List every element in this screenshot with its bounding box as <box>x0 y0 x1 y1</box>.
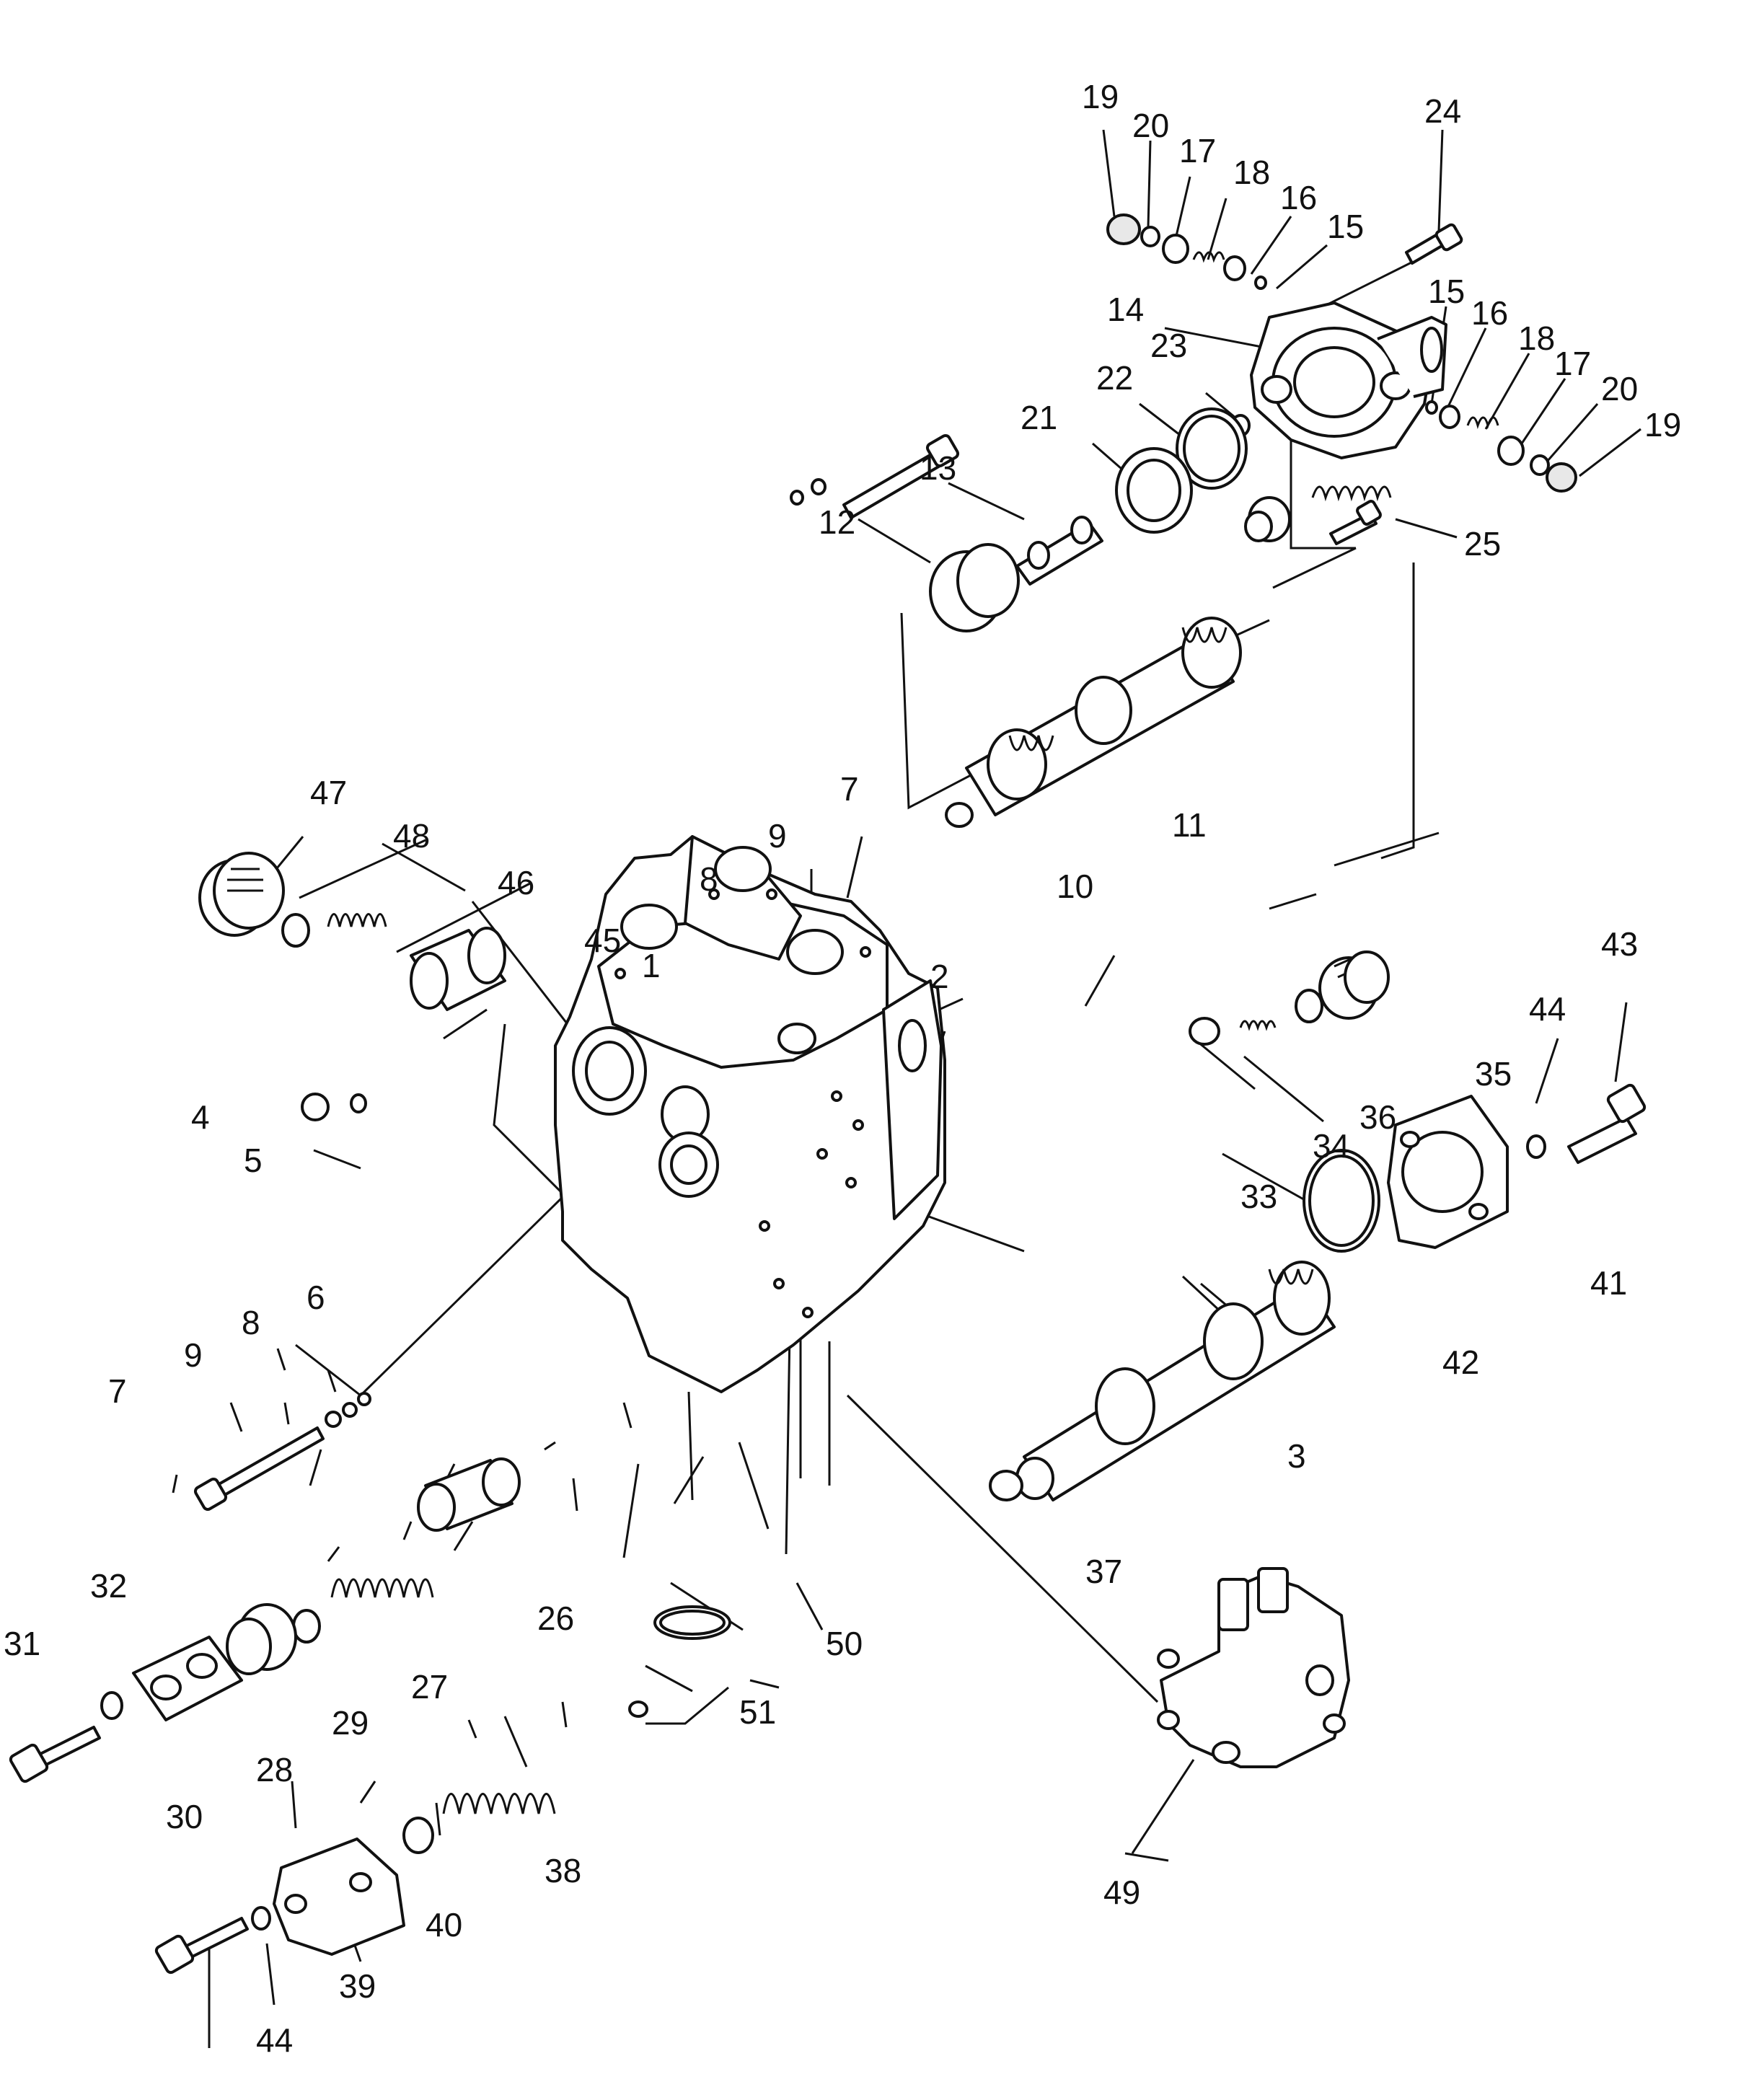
callout-14: 14 <box>1107 291 1144 328</box>
callout-38: 38 <box>545 1852 581 1889</box>
callout-49: 49 <box>1103 1874 1140 1911</box>
callout-51: 51 <box>739 1693 776 1731</box>
callout-9-upper: 9 <box>768 817 787 855</box>
pilot-valve-unit <box>1157 1567 1350 1768</box>
callout-15-upper-right: 15 <box>1428 273 1465 310</box>
right-side-parts <box>989 950 1647 1501</box>
callout-4: 4 <box>191 1098 210 1136</box>
callout-40: 40 <box>426 1906 462 1944</box>
callout-19-upper-right: 19 <box>1644 406 1681 444</box>
callout-8-upper: 8 <box>700 860 718 898</box>
callout-3: 3 <box>1287 1437 1306 1475</box>
callout-25: 25 <box>1464 525 1501 562</box>
callout-28: 28 <box>256 1751 293 1788</box>
callout-37: 37 <box>1085 1553 1122 1590</box>
lower-parts <box>154 1605 731 1975</box>
callout-26: 26 <box>537 1600 574 1637</box>
callout-34: 34 <box>1313 1127 1349 1165</box>
callout-23: 23 <box>1150 327 1187 364</box>
callout-20-upper-left: 20 <box>1132 107 1169 144</box>
callout-12: 12 <box>819 503 855 541</box>
callout-36: 36 <box>1359 1098 1396 1136</box>
callout-43: 43 <box>1601 925 1638 963</box>
callout-35: 35 <box>1475 1055 1512 1093</box>
left-plug-assembly <box>198 852 506 1121</box>
callout-17-upper-left: 17 <box>1179 132 1216 169</box>
callout-2: 2 <box>930 958 949 995</box>
callout-50: 50 <box>826 1625 863 1662</box>
callout-32: 32 <box>90 1567 127 1605</box>
callout-39: 39 <box>339 1967 376 2005</box>
callout-33: 33 <box>1240 1178 1277 1215</box>
callout-29: 29 <box>332 1704 369 1742</box>
callout-7-lower: 7 <box>108 1372 127 1410</box>
callout-16-upper-right: 16 <box>1471 294 1508 332</box>
valve-body <box>554 835 946 1393</box>
callout-1: 1 <box>642 947 661 984</box>
spool-assembly-upper <box>790 433 1392 828</box>
callout-6: 6 <box>307 1279 325 1316</box>
callout-44-bottom: 44 <box>256 2021 293 2059</box>
valve-head-assembly <box>929 213 1577 632</box>
callout-8-lower: 8 <box>242 1304 260 1341</box>
callout-42: 42 <box>1442 1344 1479 1381</box>
callout-18-upper-left: 18 <box>1233 154 1270 191</box>
callout-24: 24 <box>1424 92 1461 130</box>
callout-13: 13 <box>920 449 956 487</box>
callout-labels: 19 20 17 18 16 15 24 14 23 22 15 16 18 1… <box>4 78 1681 2059</box>
callout-31: 31 <box>4 1625 40 1662</box>
callout-10: 10 <box>1057 868 1093 905</box>
callout-22: 22 <box>1096 359 1133 397</box>
callout-45: 45 <box>584 922 621 959</box>
callout-20-upper-right: 20 <box>1601 370 1638 407</box>
callout-19-upper-left: 19 <box>1082 78 1119 115</box>
callout-30: 30 <box>166 1798 203 1835</box>
callout-9-lower: 9 <box>184 1336 203 1374</box>
callout-18-upper-right: 18 <box>1518 319 1555 357</box>
callout-48: 48 <box>393 817 430 855</box>
callout-44-right: 44 <box>1529 990 1566 1028</box>
callout-15-upper-left: 15 <box>1327 208 1364 245</box>
callout-21: 21 <box>1021 399 1057 436</box>
callout-7-upper: 7 <box>840 770 859 808</box>
callout-17-upper-right: 17 <box>1554 345 1591 382</box>
callout-46: 46 <box>498 864 534 901</box>
callout-47: 47 <box>310 774 347 811</box>
callout-27: 27 <box>411 1668 448 1706</box>
callout-11: 11 <box>1172 806 1207 844</box>
callout-41: 41 <box>1590 1264 1627 1302</box>
callout-5: 5 <box>244 1142 263 1179</box>
left-lower-parts <box>9 1392 521 1783</box>
callout-16-upper-left: 16 <box>1280 179 1317 216</box>
